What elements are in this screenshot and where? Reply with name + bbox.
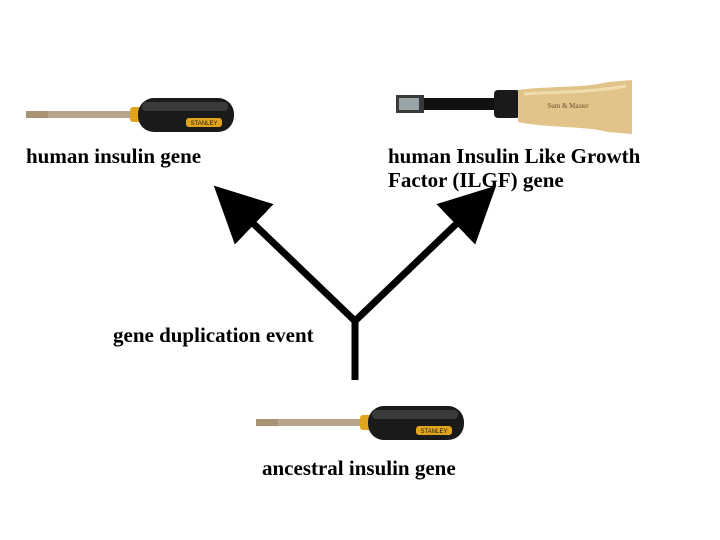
ilgf-gene-label-line-1: human Insulin Like Growth bbox=[388, 144, 641, 168]
brand-mark: STANLEY bbox=[191, 121, 218, 127]
screwdriver-icon: STANLEY bbox=[256, 406, 464, 440]
human-insulin-gene-label: human insulin gene bbox=[26, 144, 202, 168]
gene-duplication-event-label: gene duplication event bbox=[113, 323, 314, 347]
wooden-handle-tool-icon: Sum & Master bbox=[396, 80, 632, 134]
ilgf-gene-label: human Insulin Like Growth Factor (ILGF) … bbox=[388, 144, 640, 192]
screwdriver-icon: STANLEY bbox=[26, 98, 234, 132]
ancestral-insulin-gene-label: ancestral insulin gene bbox=[262, 456, 456, 480]
left-branch-arrow bbox=[213, 185, 358, 324]
right-branch-arrow bbox=[352, 185, 497, 324]
brand-mark: Sum & Master bbox=[547, 102, 589, 110]
brand-mark: STANLEY bbox=[421, 429, 448, 435]
ilgf-gene-label-line-2: Factor (ILGF) gene bbox=[388, 168, 564, 192]
